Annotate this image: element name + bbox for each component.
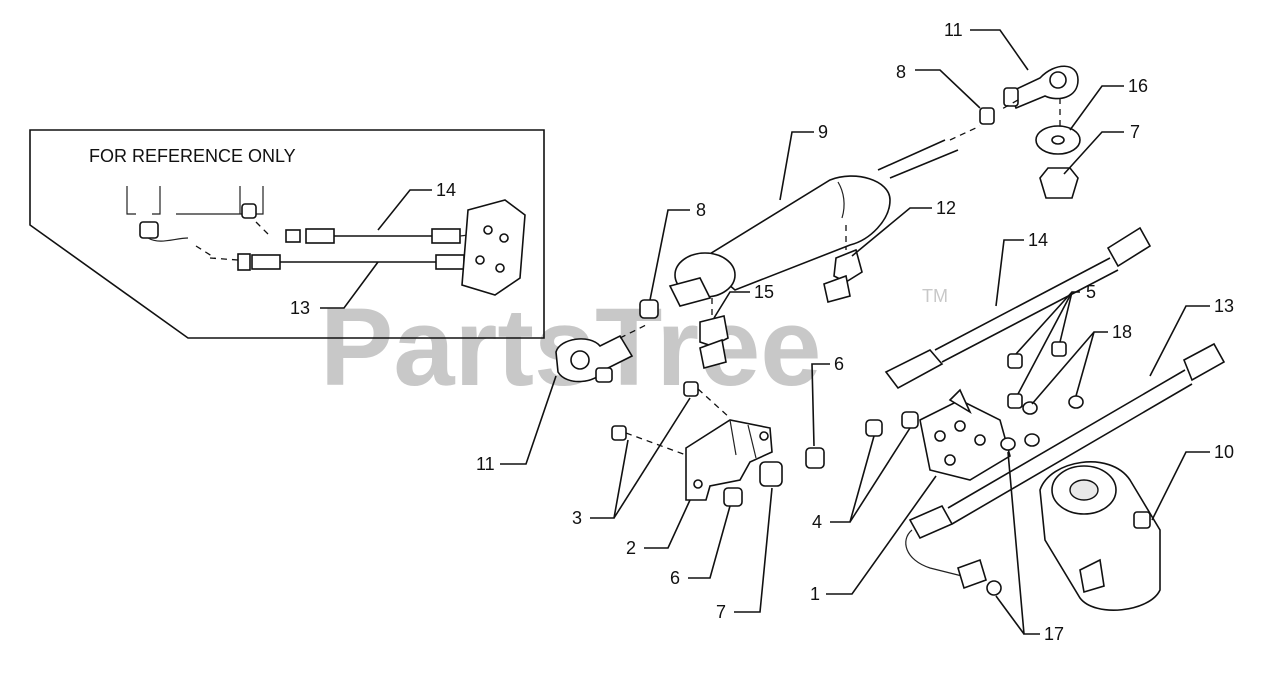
callout-11-top: 11 bbox=[944, 20, 963, 40]
reference-box: FOR REFERENCE ONLY bbox=[29, 129, 545, 339]
jam-nut-top bbox=[979, 107, 995, 125]
tie-rod-end-top bbox=[999, 65, 1079, 135]
callout-16: 16 bbox=[1128, 76, 1148, 96]
callout-8-mid: 8 bbox=[696, 200, 706, 220]
mounting-bracket bbox=[685, 419, 773, 501]
callout-6-low: 6 bbox=[670, 568, 680, 588]
callout-13-ref: 13 bbox=[290, 298, 310, 318]
fitting-5a bbox=[1007, 353, 1023, 369]
nut-6-low bbox=[723, 487, 743, 507]
bolts bbox=[611, 381, 731, 456]
nut-top bbox=[1039, 167, 1079, 199]
leader-lines bbox=[320, 29, 1210, 635]
elbow-fitting-15 bbox=[699, 298, 729, 369]
control-valve bbox=[919, 388, 1011, 481]
o-ring-17a bbox=[1000, 437, 1016, 451]
fitting-4a bbox=[865, 419, 883, 437]
callout-1: 1 bbox=[810, 584, 820, 604]
callout-15: 15 bbox=[754, 282, 774, 302]
nut-7-low bbox=[759, 461, 783, 487]
elbow-fitting-12 bbox=[823, 225, 863, 303]
watermark-trademark: TM bbox=[922, 286, 948, 306]
callout-17: 17 bbox=[1044, 624, 1064, 644]
callout-3: 3 bbox=[572, 508, 582, 528]
callout-14-ref: 14 bbox=[436, 180, 456, 200]
tie-rod-end-left bbox=[555, 323, 649, 383]
callout-10: 10 bbox=[1214, 442, 1234, 462]
elbow-fitting-low bbox=[957, 558, 987, 590]
callout-14: 14 bbox=[1028, 230, 1048, 250]
fitting-5c bbox=[1007, 393, 1023, 409]
steering-motor bbox=[1039, 461, 1161, 611]
hydraulic-hose-14 bbox=[884, 226, 1152, 390]
callout-9: 9 bbox=[818, 122, 828, 142]
callout-18: 18 bbox=[1112, 322, 1132, 342]
hydraulic-hose-13 bbox=[905, 342, 1226, 577]
callout-labels: 11 8 16 7 9 12 8 15 14 13 14 5 18 13 6 1… bbox=[290, 20, 1234, 644]
o-ring-18b bbox=[1068, 395, 1084, 409]
callout-12: 12 bbox=[936, 198, 956, 218]
reference-box-title: FOR REFERENCE ONLY bbox=[89, 146, 296, 166]
jam-nut-mid bbox=[639, 299, 659, 319]
callout-2: 2 bbox=[626, 538, 636, 558]
callout-8-top: 8 bbox=[896, 62, 906, 82]
callout-4: 4 bbox=[812, 512, 822, 532]
callout-13: 13 bbox=[1214, 296, 1234, 316]
callout-7-top: 7 bbox=[1130, 122, 1140, 142]
nut-6-mid bbox=[805, 447, 825, 469]
steering-cylinder bbox=[668, 125, 981, 307]
o-ring-18a bbox=[1022, 401, 1038, 415]
callout-6-mid: 6 bbox=[834, 354, 844, 374]
fitting-5b bbox=[1051, 341, 1067, 357]
callout-5: 5 bbox=[1086, 282, 1096, 302]
callout-11-left: 11 bbox=[476, 454, 495, 474]
callout-7-low: 7 bbox=[716, 602, 726, 622]
o-ring-17b bbox=[986, 580, 1002, 596]
fitting-4b bbox=[901, 411, 919, 429]
